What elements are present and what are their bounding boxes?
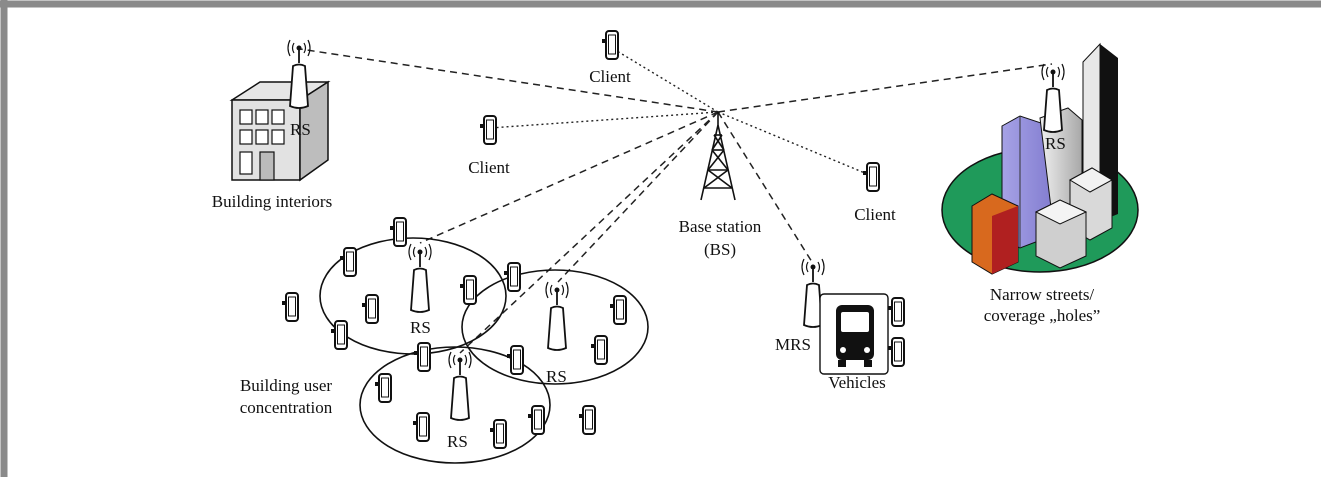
- client-right-phone-icon: [862, 162, 880, 192]
- link-bs-city-rs: [717, 63, 1053, 113]
- rs-cluster-right-label: RS: [546, 367, 567, 386]
- link-bs-building-rs: [299, 48, 719, 113]
- relay-station-building-icon: [287, 39, 311, 109]
- link-bs-client-right: [717, 111, 873, 177]
- office-building-icon: [229, 80, 331, 182]
- link-bs-rs-right: [557, 111, 719, 283]
- coverage-area-bottom: [359, 346, 551, 464]
- concentration-label-line1: Building user: [239, 376, 333, 395]
- rs-cluster-top-label: RS: [410, 318, 431, 337]
- concentration-label-line2: concentration: [239, 398, 333, 417]
- client-left-phone-icon: [479, 115, 497, 145]
- client-right-label: Client: [854, 205, 896, 224]
- relay-station-cluster-bottom-icon: [448, 351, 472, 421]
- rs-cluster-bottom-label: RS: [447, 432, 468, 451]
- link-bs-mrs: [717, 111, 813, 263]
- narrow-streets-label-line1: Narrow streets/: [989, 285, 1095, 304]
- coverage-area-right: [461, 269, 649, 385]
- relay-station-cluster-top-icon: [408, 243, 432, 313]
- rs-city-label: RS: [1045, 134, 1066, 153]
- coverage-area-top: [319, 237, 507, 355]
- client-left-label: Client: [468, 158, 510, 177]
- coverage-areas: [319, 237, 649, 464]
- link-bs-rs-top: [419, 111, 719, 244]
- relay-station-city-icon: [1041, 63, 1065, 133]
- vehicles-label: Vehicles: [828, 373, 886, 392]
- bus-icon: [836, 305, 874, 367]
- vehicle-phone-1-icon: [887, 297, 905, 327]
- client-top-label: Client: [589, 67, 631, 86]
- link-bs-client-top: [611, 47, 719, 113]
- building-interiors-label: Building interiors: [211, 192, 333, 211]
- relay-station-cluster-right-icon: [545, 281, 569, 351]
- links: [299, 47, 1053, 354]
- client-top-phone-icon: [601, 30, 619, 60]
- base-station-tower-icon: [700, 112, 736, 201]
- vehicle-phone-2-icon: [887, 337, 905, 367]
- city-buildings-icon: [941, 42, 1139, 275]
- base-station-label-line1: Base station: [678, 217, 762, 236]
- rs-building-label: RS: [290, 120, 311, 139]
- base-station-label-line2: (BS): [703, 240, 737, 259]
- mrs-label: MRS: [775, 335, 811, 354]
- narrow-streets-label-line2: coverage „holes”: [983, 306, 1101, 325]
- link-bs-rs-bottom: [459, 111, 719, 354]
- link-bs-client-left: [489, 111, 719, 129]
